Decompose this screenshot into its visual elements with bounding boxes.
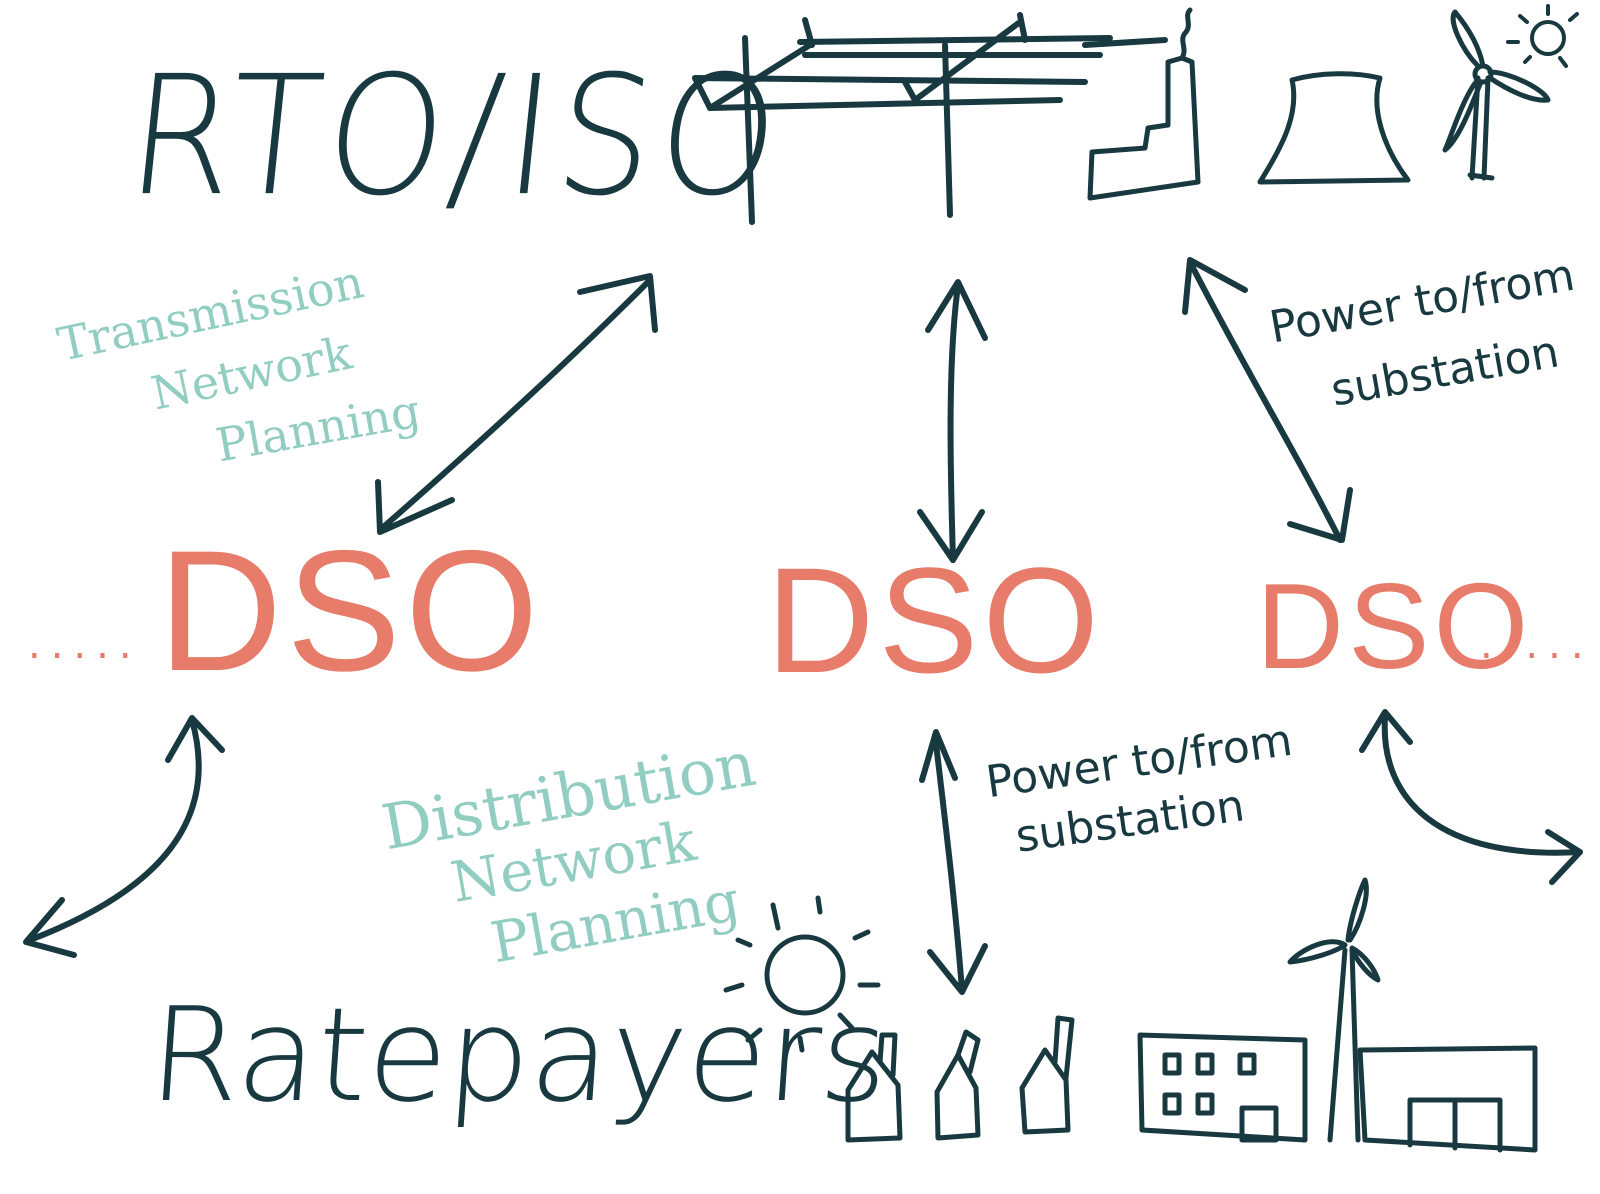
cooling-tower-icon <box>1257 71 1411 185</box>
dso-left-label: DSO <box>158 515 543 707</box>
office-building-icon <box>1137 1032 1308 1143</box>
wind-turbine-icon <box>1442 9 1551 181</box>
house-icon <box>845 1015 1075 1143</box>
factory-icon <box>1087 7 1201 201</box>
warehouse-icon <box>1357 1045 1538 1153</box>
arrow-dso-ratepayers-mid <box>919 729 988 995</box>
rto-iso-label: RTO/ISO <box>119 41 794 233</box>
dso-middle-label: DSO <box>766 536 1104 704</box>
ellipsis-left: ..... <box>28 622 142 668</box>
ellipsis-right: ..... <box>1480 622 1594 668</box>
sun-icon <box>1506 4 1579 68</box>
arrow-dso-right-curve <box>1359 709 1583 885</box>
transmission-tower-icon <box>692 12 1168 225</box>
ratepayers-label: Ratepayers <box>144 979 894 1131</box>
wind-turbine-icon <box>1287 877 1381 1143</box>
arrow-rto-dso-left <box>375 273 658 535</box>
dso-right-label: DSO <box>1256 558 1533 694</box>
arrow-dso-left-curve <box>23 715 225 958</box>
arrow-rto-dso-mid <box>917 279 988 563</box>
arrow-rto-dso-right <box>1182 257 1353 543</box>
sun-icon <box>723 895 881 1053</box>
